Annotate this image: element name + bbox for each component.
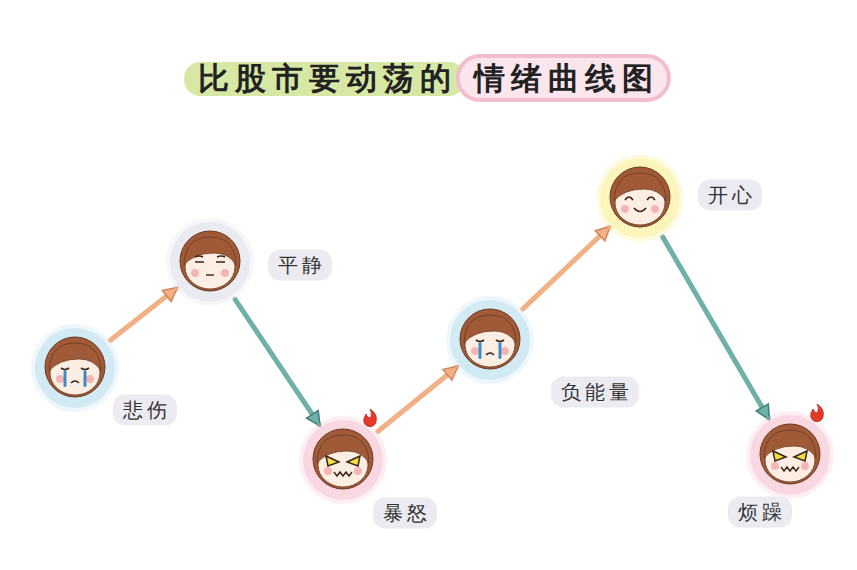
emotion-face: 负能量	[455, 305, 525, 375]
emotion-label: 开心	[698, 180, 762, 211]
mood-arrow	[378, 367, 457, 431]
mood-arrow	[663, 237, 769, 418]
emotion-label: 平静	[268, 250, 332, 281]
emotion-label: 烦躁	[728, 497, 792, 528]
title: 比股市要动荡的 情绪曲线图	[198, 60, 659, 96]
emotion-label: 负能量	[551, 377, 639, 408]
face-illustration	[605, 163, 675, 233]
face-illustration	[755, 420, 825, 490]
mood-arrow	[523, 228, 609, 310]
face-illustration	[455, 305, 525, 375]
title-box: 比股市要动荡的 情绪曲线图	[0, 58, 857, 100]
emotion-face: 开心	[605, 163, 675, 233]
mood-arrow	[110, 289, 176, 341]
emotion-face: 平静	[175, 227, 245, 297]
face-illustration	[40, 333, 110, 403]
face-illustration	[308, 425, 378, 495]
emotion-face: 暴怒	[308, 425, 378, 495]
face-illustration	[175, 227, 245, 297]
emotion-face: 烦躁	[755, 420, 825, 490]
emotion-label: 悲伤	[113, 395, 177, 426]
emotion-label: 暴怒	[373, 498, 437, 529]
mood-arrow	[235, 299, 319, 424]
emotion-face: 悲伤	[40, 333, 110, 403]
